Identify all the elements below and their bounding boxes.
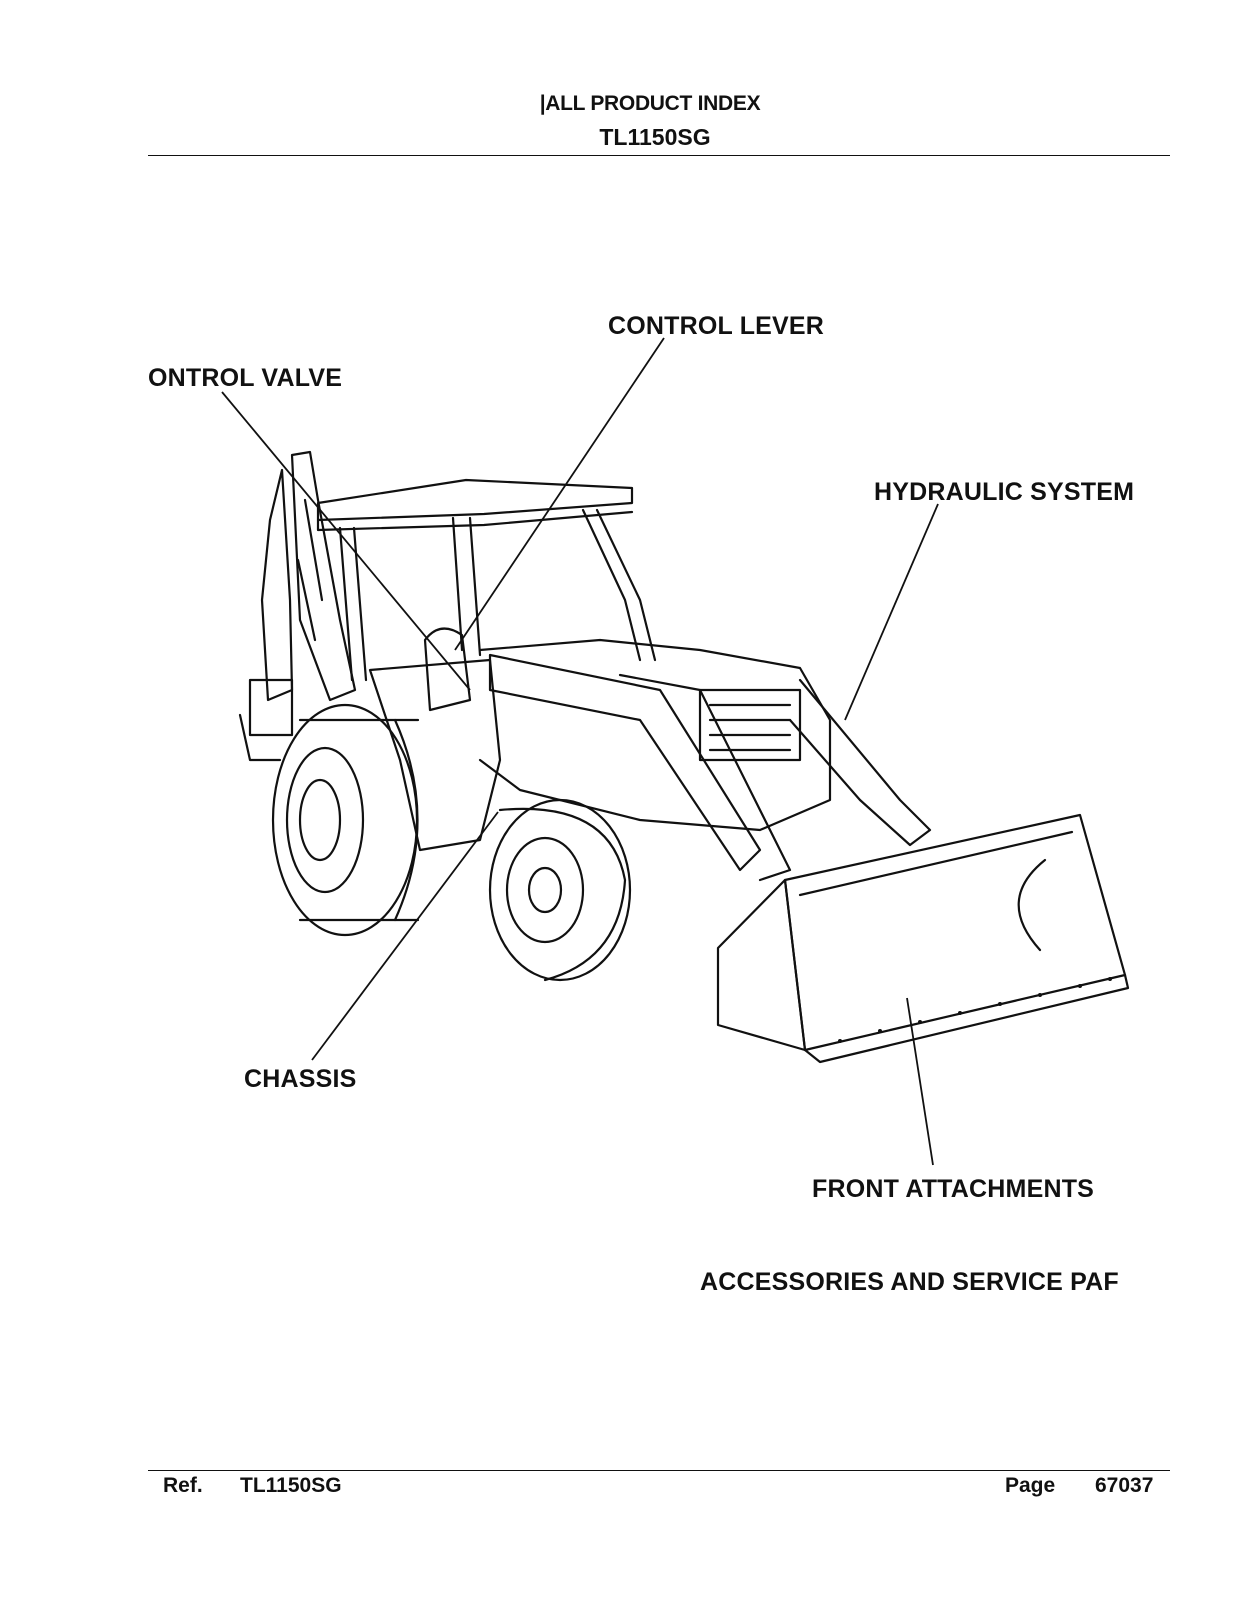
model-title: TL1150SG — [599, 124, 711, 150]
callout-chassis[interactable]: CHASSIS — [244, 1065, 357, 1093]
footer-page-number: 67037 — [1095, 1474, 1154, 1497]
footer-page-label: Page — [1005, 1474, 1056, 1497]
callout-front-attachments[interactable]: FRONT ATTACHMENTS — [812, 1175, 1095, 1203]
callout-accessories-and-service-parts[interactable]: ACCESSORIES AND SERVICE PAF — [700, 1268, 1119, 1296]
footer-ref-value: TL1150SG — [240, 1474, 342, 1497]
callout-control-lever[interactable]: CONTROL LEVER — [608, 312, 825, 340]
callout-control-valve[interactable]: ONTROL VALVE — [148, 364, 343, 392]
callout-hydraulic-system[interactable]: HYDRAULIC SYSTEM — [874, 478, 1135, 506]
footer-ref-label: Ref. — [163, 1474, 203, 1497]
footer-rule — [148, 1470, 1170, 1471]
header-rule — [148, 155, 1170, 156]
index-title: |ALL PRODUCT INDEX — [539, 92, 761, 115]
